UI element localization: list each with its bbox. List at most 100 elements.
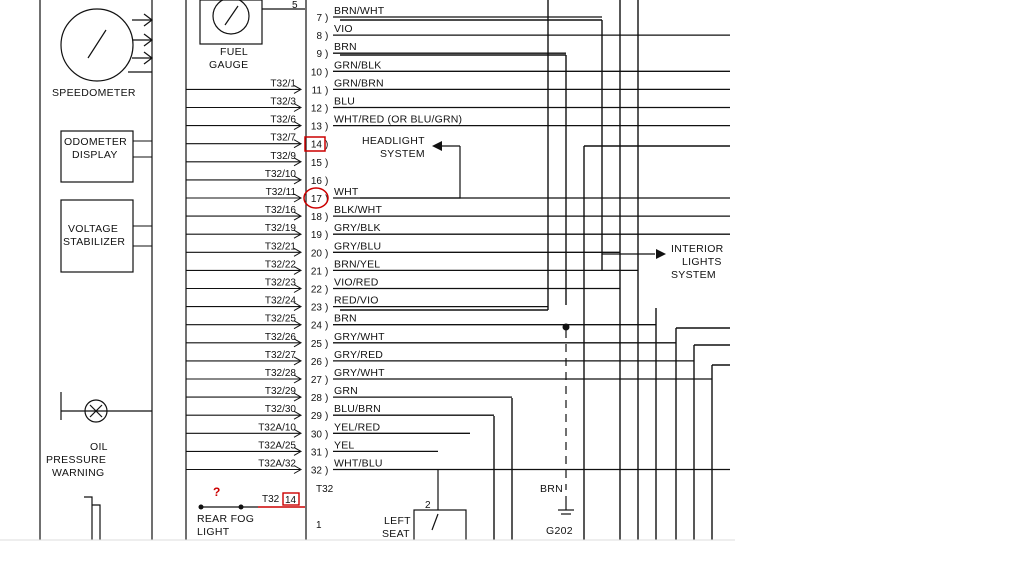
rear-fog-label-2: LIGHT [197, 526, 230, 538]
ground-label: G202 [546, 525, 573, 537]
connector-arrow [293, 356, 303, 366]
oil-label-3: WARNING [52, 467, 104, 479]
oil-label-2: PRESSURE [46, 454, 106, 466]
connector-label: T32/29 [265, 386, 297, 397]
oil-label-1: OIL [90, 441, 108, 453]
wire-color-label: BRN [334, 41, 357, 53]
pin-number: 18 [311, 212, 323, 223]
connector-arrow [293, 247, 303, 257]
headlight-arrowhead [432, 141, 442, 151]
ground-wire-label: BRN [540, 483, 563, 495]
rear-fog-connector: T32 [262, 494, 280, 505]
pin-row-10: 10)GRN/BLK [311, 59, 730, 78]
pin-bracket: ) [325, 339, 328, 350]
oil-pressure-warning-lamp [60, 392, 152, 423]
connector-label: T32/11 [266, 187, 297, 198]
wire-color-label: BLU [334, 96, 355, 108]
pin-bracket: ) [325, 31, 328, 42]
connector-arrow [293, 193, 303, 203]
wire-color-label: VIO [334, 23, 353, 35]
pin-row-8: 8)VIO [316, 23, 730, 42]
ground-symbol [558, 496, 574, 515]
connector-arrow [293, 103, 303, 112]
connector-arrow [293, 465, 303, 474]
pin-number: 29 [311, 411, 323, 422]
wire-color-label: WHT/BLU [334, 458, 383, 470]
interior-arrowhead [656, 249, 666, 259]
wire-color-label: BRN [334, 313, 357, 325]
connector-arrow [293, 211, 303, 221]
connector-arrow [293, 374, 303, 384]
connector-label: T32A/25 [258, 440, 296, 451]
instrument-panel [39, 0, 153, 540]
pin-bracket: ) [325, 393, 328, 404]
wire-color-label: RED/VIO [334, 295, 379, 307]
connector-label: T32/6 [270, 115, 296, 126]
connector-arrow [293, 157, 303, 167]
bottom-margin [0, 540, 1024, 582]
pin-number: 25 [311, 339, 323, 350]
splice-dot [562, 323, 570, 331]
pin-row-29: T32/30 29) BLU/BRN [186, 403, 494, 422]
pin-row-15: T32/915) [186, 151, 328, 169]
odometer-label-2: DISPLAY [72, 149, 118, 161]
headlight-arrow [360, 146, 461, 199]
connector-arrow [293, 121, 303, 131]
connector-label: T32/10 [265, 169, 297, 180]
bulb-element [84, 496, 101, 540]
pin-number: 14 [311, 140, 323, 151]
pin-number: 7 [316, 13, 322, 24]
wire-color-label: BLU/BRN [334, 403, 381, 415]
pin-number: 27 [311, 375, 323, 386]
pin-number: 24 [311, 321, 323, 332]
connector-name: T32 [316, 484, 334, 495]
pin-bracket: ) [325, 285, 328, 296]
fuel-label-2: GAUGE [209, 59, 248, 71]
pin-bracket: ) [325, 176, 328, 187]
trunk-wires [340, 0, 730, 540]
pin-row-11: T32/111)GRN/BRN [186, 77, 730, 96]
pin-number: 30 [311, 429, 323, 440]
pin-number: 11 [312, 85, 323, 96]
pin-bracket: ) [325, 122, 328, 133]
pin-bracket: ) [325, 466, 328, 477]
left-seat-label-1: LEFT [384, 515, 411, 527]
connector-label: T32/23 [265, 278, 297, 289]
wire-color-label: GRN/BRN [334, 77, 384, 89]
pin-bracket: ) [325, 357, 328, 368]
pin-number: 31 [311, 447, 323, 458]
pin-row-12: T32/312)BLU [186, 96, 730, 115]
connector-arrow [293, 175, 303, 185]
connector-label: T32/19 [265, 223, 297, 234]
pin-bracket: ) [325, 13, 328, 24]
pin-rows: 7)BRN/WHT8)VIO9)BRN10)GRN/BLKT32/111)GRN… [186, 5, 730, 477]
pin-number: 15 [311, 158, 323, 169]
pin-number: 21 [311, 266, 323, 277]
wire-color-label: GRN [334, 385, 358, 397]
pin-14-highlight [304, 136, 326, 152]
connector-label: T32/30 [265, 404, 297, 415]
connector-label: T32/27 [265, 350, 297, 361]
connector-label: T32/21 [265, 241, 297, 252]
connector-label: T32/28 [265, 368, 297, 379]
pin-number: 26 [311, 357, 323, 368]
odometer-label-1: ODOMETER [64, 136, 127, 148]
voltage-label-1: VOLTAGE [68, 223, 118, 235]
voltage-label-2: STABILIZER [63, 236, 125, 248]
pin-bracket: ) [325, 411, 328, 422]
pin-bracket: ) [325, 85, 328, 96]
pin-number: 32 [311, 466, 323, 477]
seat-pin-number: 2 [425, 500, 431, 511]
fuel-label-1: FUEL [220, 46, 248, 58]
interior-label-3: SYSTEM [671, 269, 716, 281]
connector-arrow [293, 84, 303, 94]
headlight-label-2: SYSTEM [380, 148, 425, 160]
wire-color-label: GRY/WHT [334, 331, 385, 343]
